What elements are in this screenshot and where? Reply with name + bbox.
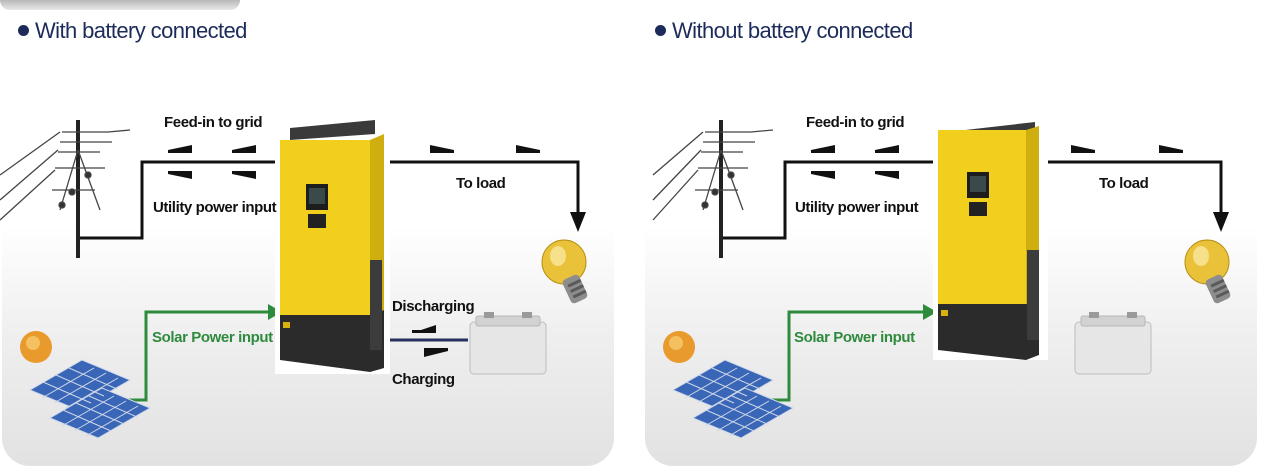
top-decoration xyxy=(0,0,240,10)
feed-in-label: Feed-in to grid xyxy=(806,114,905,131)
feed-in-label: Feed-in to grid xyxy=(164,114,263,131)
discharging-label: Discharging xyxy=(392,298,475,315)
panel-heading: With battery connected xyxy=(18,18,247,44)
panel-without-battery: Without battery connected xyxy=(643,0,1257,471)
inverter-icon xyxy=(275,118,390,374)
light-bulb-icon xyxy=(1184,239,1231,304)
battery-icon xyxy=(1074,312,1152,375)
to-load-label: To load xyxy=(1099,175,1149,192)
solar-panel-icon xyxy=(671,359,795,439)
grid-tower-icon xyxy=(0,120,131,258)
diagram-lines xyxy=(0,118,588,439)
diagram-lines xyxy=(652,120,1231,439)
sun-icon xyxy=(663,331,695,363)
heading-text: With battery connected xyxy=(35,18,247,43)
solar-input-label: Solar Power input xyxy=(152,329,273,346)
utility-input-label: Utility power input xyxy=(795,199,919,216)
panel-heading: Without battery connected xyxy=(655,18,913,44)
panel-with-battery: With battery connected xyxy=(0,0,614,471)
utility-input-label: Utility power input xyxy=(153,199,277,216)
to-load-label: To load xyxy=(456,175,506,192)
solar-input-label: Solar Power input xyxy=(794,329,915,346)
grid-tower-icon xyxy=(652,120,774,258)
charging-label: Charging xyxy=(392,371,455,388)
heading-text: Without battery connected xyxy=(672,18,913,43)
battery-icon xyxy=(469,312,547,375)
sun-icon xyxy=(20,331,52,363)
inverter-icon xyxy=(933,122,1048,360)
solar-panel-icon xyxy=(28,359,152,439)
light-bulb-icon xyxy=(541,239,588,304)
